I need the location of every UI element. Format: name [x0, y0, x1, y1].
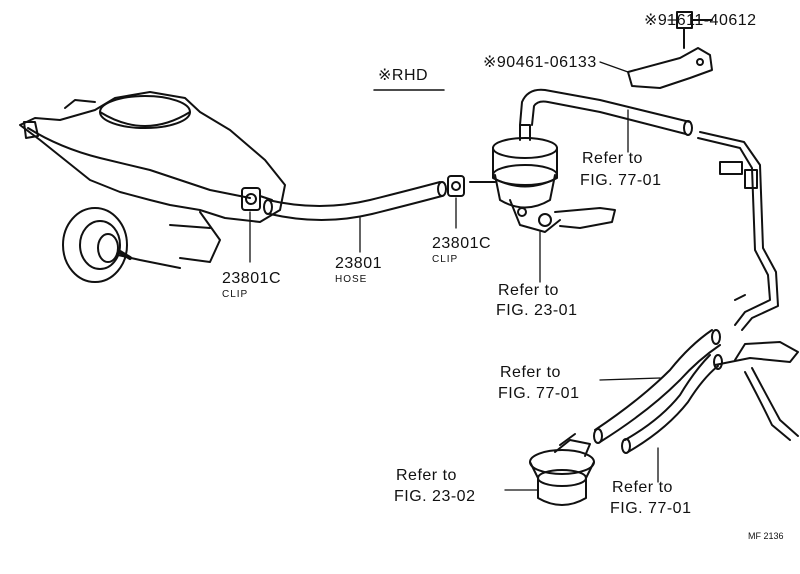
ref-fig-77-01-bottom-line2: FIG. 77-01	[610, 500, 692, 517]
brake-booster	[62, 207, 181, 283]
ref-fig-77-01-mid-line2: FIG. 77-01	[498, 385, 580, 402]
ref-fig-77-01-mid-line1: Refer to	[500, 364, 561, 381]
part-label-90461: ※90461-06133	[483, 54, 597, 71]
hose-filter-upper	[593, 329, 721, 444]
clip-left-name: CLIP	[222, 289, 249, 300]
ref-fig-77-01-bottom-line1: Refer to	[612, 479, 673, 496]
clip-mid	[447, 175, 465, 229]
clip-mid-name: CLIP	[432, 254, 459, 265]
hose-filter-lower	[621, 354, 719, 483]
ref-fig-77-01-top-line1: Refer to	[582, 150, 643, 167]
ref-fig-23-01-line1: Refer to	[498, 282, 559, 299]
fuel-line-lower-right	[713, 341, 799, 441]
engine-block	[19, 91, 286, 263]
clip-mid-part-number: 23801C	[432, 235, 492, 252]
fuel-filter	[504, 433, 595, 506]
rhd-note: ※RHD	[378, 67, 429, 84]
return-hose-top	[519, 88, 693, 153]
hose-part-number: 23801	[335, 255, 382, 272]
hose-23801	[263, 181, 447, 253]
clip-left	[241, 187, 273, 263]
fuel-line-right	[697, 131, 779, 331]
fuel-pump	[469, 124, 616, 283]
figure-code: MF 2136	[748, 531, 784, 541]
ref-fig-23-02-line2: FIG. 23-02	[394, 488, 476, 505]
ref-fig-77-01-top-line2: FIG. 77-01	[580, 172, 662, 189]
ref-fig-23-01-line2: FIG. 23-01	[496, 302, 578, 319]
clip-left-part-number: 23801C	[222, 270, 282, 287]
hose-name: HOSE	[335, 274, 368, 285]
ref-fig-23-02-line1: Refer to	[396, 467, 457, 484]
bracket-and-bolt	[599, 11, 713, 89]
part-label-91611: ※91611-40612	[644, 12, 757, 29]
